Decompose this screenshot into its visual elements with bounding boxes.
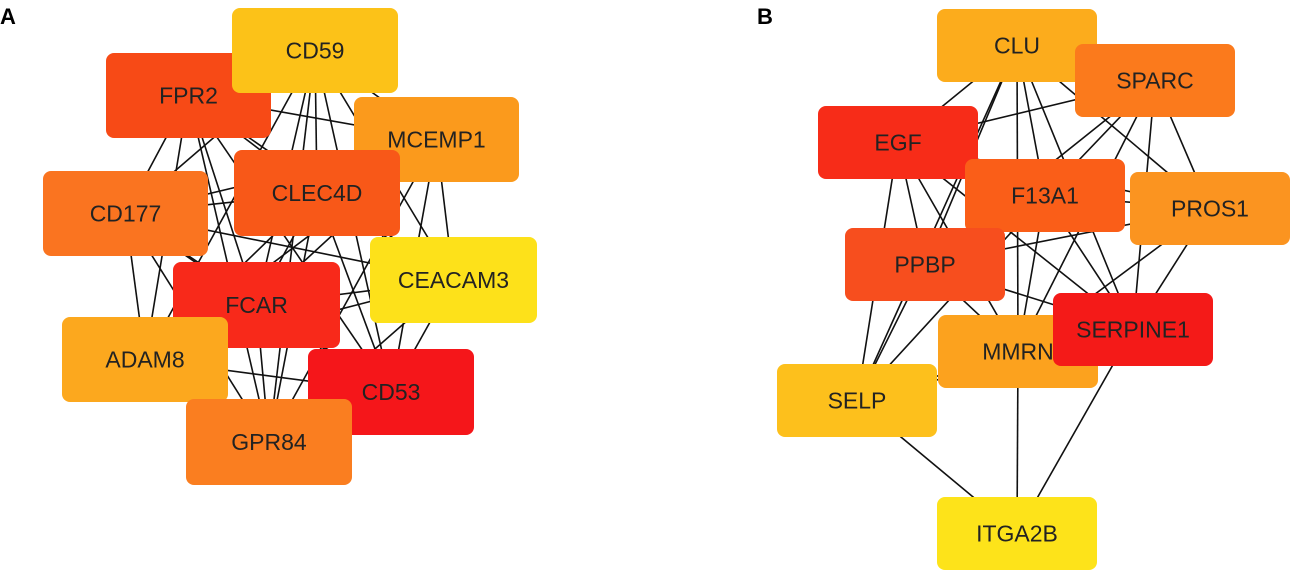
panel-label-a: A	[0, 4, 16, 29]
node-box-egf	[818, 106, 978, 179]
node-ceacam3: CEACAM3	[370, 237, 537, 323]
node-label-serpine1: SERPINE1	[1076, 317, 1190, 343]
node-label-cd177: CD177	[90, 201, 162, 227]
node-box-fpr2	[106, 53, 271, 138]
node-label-clec4d: CLEC4D	[272, 180, 363, 206]
node-label-fcar: FCAR	[225, 292, 288, 318]
node-adam8: ADAM8	[62, 317, 228, 402]
node-label-sparc: SPARC	[1116, 68, 1194, 94]
node-label-ceacam3: CEACAM3	[398, 267, 509, 293]
node-label-mmrn: MMRN	[982, 339, 1054, 365]
node-fpr2: FPR2	[106, 53, 271, 138]
node-f13a1: F13A1	[965, 159, 1125, 232]
node-box-pros1	[1130, 172, 1290, 245]
node-box-serpine1	[1053, 293, 1213, 366]
edge-clu-selp	[856, 45, 1018, 401]
node-pros1: PROS1	[1130, 172, 1290, 245]
node-box-gpr84	[186, 399, 352, 485]
node-label-adam8: ADAM8	[105, 347, 184, 373]
node-box-cd177	[43, 171, 208, 256]
node-box-ceacam3	[370, 237, 537, 323]
node-selp: SELP	[777, 364, 937, 437]
node-label-egf: EGF	[874, 130, 921, 156]
node-cd177: CD177	[43, 171, 208, 256]
node-label-cd59: CD59	[286, 38, 345, 64]
node-itga2b: ITGA2B	[937, 497, 1097, 570]
node-serpine1: SERPINE1	[1053, 293, 1213, 366]
node-label-selp: SELP	[828, 388, 887, 414]
node-label-mcemp1: MCEMP1	[387, 127, 485, 153]
node-box-sparc	[1075, 44, 1235, 117]
node-label-fpr2: FPR2	[159, 83, 218, 109]
node-label-itga2b: ITGA2B	[976, 521, 1058, 547]
node-clu: CLU	[937, 9, 1097, 82]
node-sparc: SPARC	[1075, 44, 1235, 117]
node-label-ppbp: PPBP	[894, 252, 955, 278]
node-cd59: CD59	[232, 8, 398, 93]
node-label-f13a1: F13A1	[1011, 183, 1079, 209]
node-label-cd53: CD53	[362, 379, 421, 405]
node-label-gpr84: GPR84	[231, 429, 307, 455]
node-box-clu	[937, 9, 1097, 82]
node-ppbp: PPBP	[845, 228, 1005, 301]
node-gpr84: GPR84	[186, 399, 352, 485]
node-box-ppbp	[845, 228, 1005, 301]
node-label-clu: CLU	[994, 33, 1040, 59]
node-box-cd59	[232, 8, 398, 93]
node-box-selp	[777, 364, 937, 437]
panel-label-b: B	[757, 4, 773, 29]
node-egf: EGF	[818, 106, 978, 179]
node-box-adam8	[62, 317, 228, 402]
node-box-clec4d	[234, 150, 400, 236]
node-label-pros1: PROS1	[1171, 196, 1249, 222]
node-box-f13a1	[965, 159, 1125, 232]
node-clec4d: CLEC4D	[234, 150, 400, 236]
node-box-itga2b	[937, 497, 1097, 570]
